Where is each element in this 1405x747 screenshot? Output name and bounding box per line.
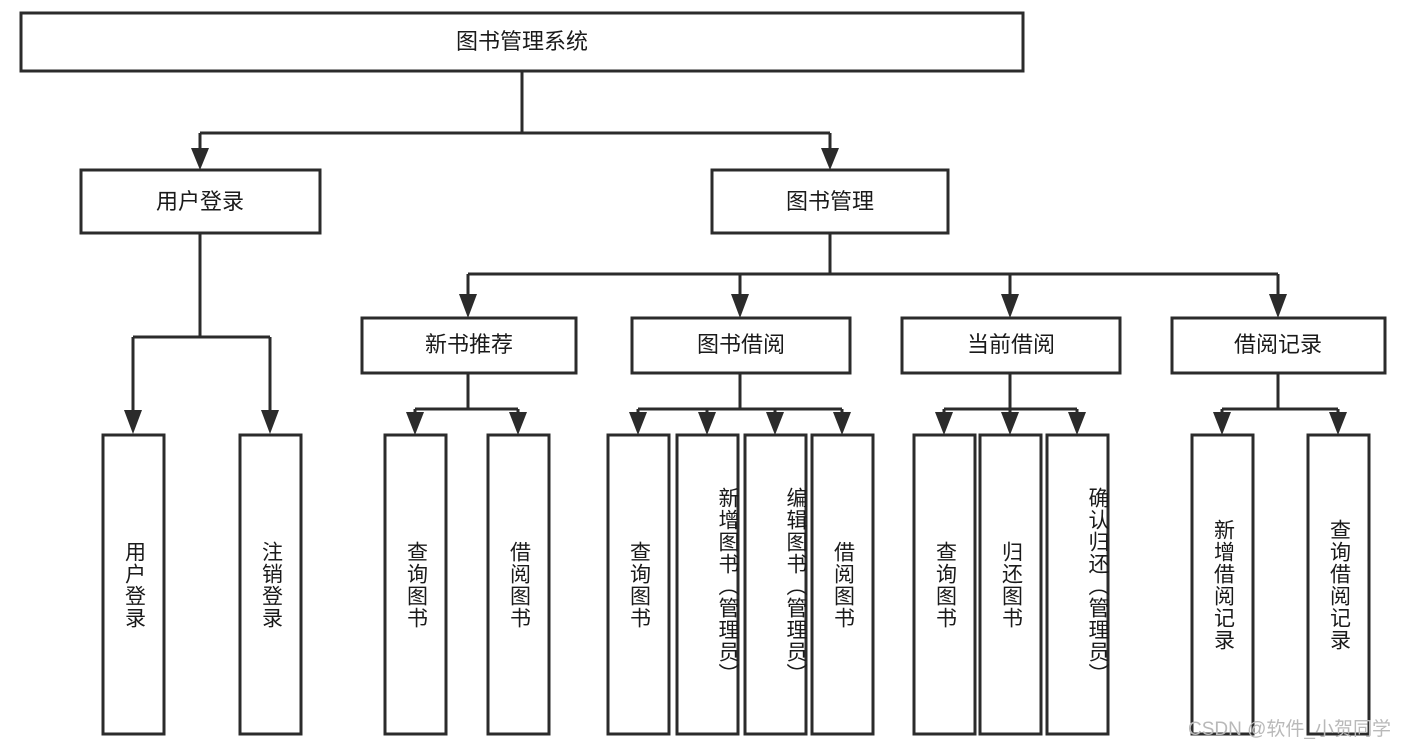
connector-group-root	[191, 71, 839, 170]
arrow-head-leaf-query-book-1	[406, 412, 424, 435]
node-root-label: 图书管理系统	[456, 29, 588, 54]
node-root-box[interactable]	[19, 11, 1025, 73]
node-leaf-edit-book-box[interactable]	[743, 433, 808, 736]
node-borrow-record-box[interactable]	[1170, 316, 1387, 375]
node-root[interactable]: 图书管理系统	[19, 11, 1025, 73]
arrow-head-leaf-confirm-return	[1068, 412, 1086, 435]
node-book-borrow[interactable]: 图书借阅	[630, 316, 852, 375]
connector-group-new-book-rec	[406, 373, 527, 435]
node-new-book-rec-label: 新书推荐	[425, 332, 513, 357]
arrow-head-leaf-query-book-3	[935, 412, 953, 435]
node-leaf-user-logout-box[interactable]	[238, 433, 303, 736]
node-leaf-add-record-box[interactable]	[1190, 433, 1255, 736]
node-leaf-borrow-book-1-box[interactable]	[486, 433, 551, 736]
node-leaf-query-book-3-box[interactable]	[912, 433, 977, 736]
arrow-head-leaf-edit-book	[766, 412, 784, 435]
node-book-borrow-label: 图书借阅	[697, 332, 785, 357]
connector-group-user-login	[124, 233, 279, 434]
node-user-login-box[interactable]	[79, 168, 322, 235]
connector-group-borrow-record	[1213, 373, 1347, 435]
arrow-head-leaf-user-login	[124, 410, 142, 434]
node-current-borrow-box[interactable]	[900, 316, 1122, 375]
arrow-head-leaf-add-record	[1213, 412, 1231, 435]
arrow-head-leaf-add-book	[698, 412, 716, 435]
arrow-head-user-login	[191, 148, 209, 170]
node-user-login[interactable]: 用户登录	[79, 168, 322, 235]
arrow-head-new-book-rec	[459, 294, 477, 318]
node-leaf-query-record-box[interactable]	[1306, 433, 1371, 736]
connector-group-book-manage	[459, 233, 1287, 318]
arrow-head-leaf-return-book	[1001, 412, 1019, 435]
arrow-head-book-borrow	[731, 294, 749, 318]
arrow-head-borrow-record	[1269, 294, 1287, 318]
node-leaf-user-login-box[interactable]	[101, 433, 166, 736]
arrow-head-book-manage	[821, 148, 839, 170]
node-book-manage-box[interactable]	[710, 168, 950, 235]
arrow-head-leaf-query-book-2	[629, 412, 647, 435]
node-user-login-label: 用户登录	[156, 189, 244, 214]
node-leaf-query-book-1-box[interactable]	[383, 433, 448, 736]
node-leaf-borrow-book-2-box[interactable]	[810, 433, 875, 736]
node-current-borrow-label: 当前借阅	[967, 332, 1055, 357]
connector-group-book-borrow	[629, 373, 851, 435]
node-book-manage-label: 图书管理	[786, 189, 874, 214]
node-leaf-return-book-box[interactable]	[978, 433, 1043, 736]
node-book-manage[interactable]: 图书管理	[710, 168, 950, 235]
node-new-book-rec-box[interactable]	[360, 316, 578, 375]
node-new-book-rec[interactable]: 新书推荐	[360, 316, 578, 375]
arrow-head-leaf-borrow-book-1	[509, 412, 527, 435]
node-current-borrow[interactable]: 当前借阅	[900, 316, 1122, 375]
arrow-head-current-borrow	[1001, 294, 1019, 318]
csdn-watermark: CSDN @软件_小贺同学	[1188, 719, 1391, 740]
node-borrow-record-label: 借阅记录	[1234, 332, 1322, 357]
arrow-head-leaf-user-logout	[261, 410, 279, 434]
node-book-borrow-box[interactable]	[630, 316, 852, 375]
node-borrow-record[interactable]: 借阅记录	[1170, 316, 1387, 375]
node-leaf-confirm-return-box[interactable]	[1045, 433, 1110, 736]
arrow-head-leaf-borrow-book-2	[833, 412, 851, 435]
node-leaf-query-book-2-box[interactable]	[606, 433, 671, 736]
arrow-head-leaf-query-record	[1329, 412, 1347, 435]
connector-group-current-borrow	[935, 373, 1086, 435]
node-leaf-add-book-box[interactable]	[675, 433, 740, 736]
